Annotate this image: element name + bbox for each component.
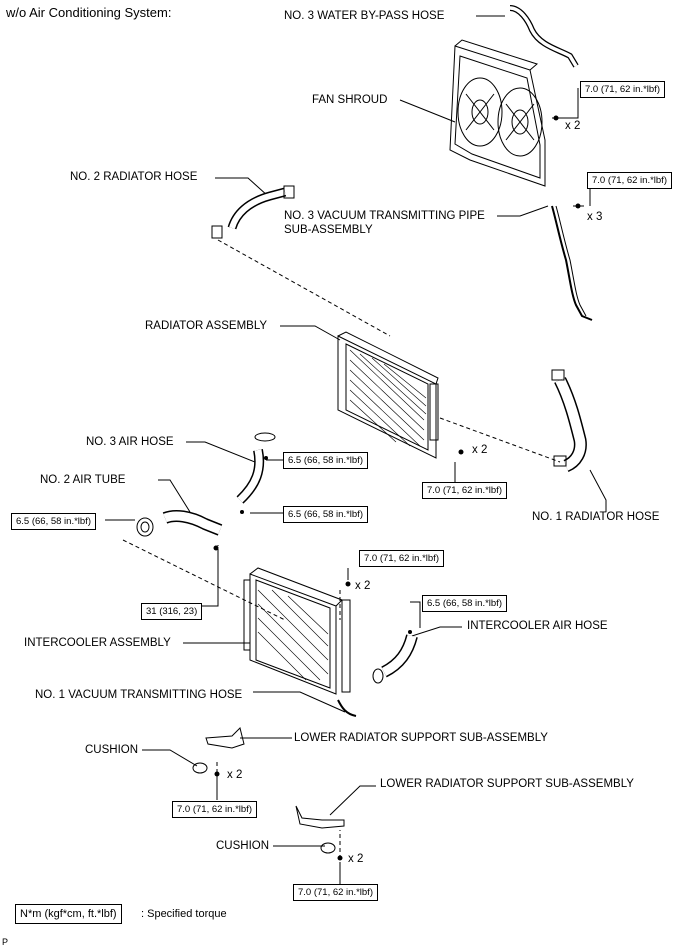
footer-code: P <box>2 937 9 947</box>
torque-box-intercooler: 7.0 (71, 62 in.*lbf) <box>359 550 444 567</box>
label-fan-shroud: FAN SHROUD <box>312 94 388 106</box>
label-cushion-a: CUSHION <box>85 744 139 756</box>
label-cushion-b: CUSHION <box>216 840 270 852</box>
qty-fan-shroud: x 2 <box>565 120 581 132</box>
label-no1-radiator-hose: NO. 1 RADIATOR HOSE <box>532 511 660 523</box>
torque-box-air-hose-bottom: 6.5 (66, 58 in.*lbf) <box>283 506 368 523</box>
torque-box-vacuum-pipe: 7.0 (71, 62 in.*lbf) <box>587 172 672 189</box>
torque-box-fan-shroud: 7.0 (71, 62 in.*lbf) <box>580 81 665 98</box>
label-lower-support-b: LOWER RADIATOR SUPPORT SUB-ASSEMBLY <box>380 778 634 790</box>
label-lower-support-a: LOWER RADIATOR SUPPORT SUB-ASSEMBLY <box>294 732 548 744</box>
qty-intercooler: x 2 <box>355 580 371 592</box>
torque-box-intercooler-hose: 6.5 (66, 58 in.*lbf) <box>422 595 507 612</box>
qty-vacuum-pipe: x 3 <box>587 211 603 223</box>
torque-box-air-hose-top: 6.5 (66, 58 in.*lbf) <box>283 452 368 469</box>
qty-lower-support-a: x 2 <box>227 769 243 781</box>
label-water-bypass-hose: NO. 3 WATER BY-PASS HOSE <box>284 10 445 22</box>
label-vacuum-pipe-line1: NO. 3 VACUUM TRANSMITTING PIPE <box>284 210 485 222</box>
legend-torque-unit-box: N*m (kgf*cm, ft.*lbf) <box>15 904 122 924</box>
label-radiator-assembly: RADIATOR ASSEMBLY <box>145 320 268 332</box>
torque-box-lower-support-a: 7.0 (71, 62 in.*lbf) <box>172 801 257 818</box>
label-intercooler-air-hose: INTERCOOLER AIR HOSE <box>467 620 608 632</box>
torque-box-air-tube-left: 6.5 (66, 58 in.*lbf) <box>11 513 96 530</box>
qty-lower-support-b: x 2 <box>348 853 364 865</box>
torque-box-radiator: 7.0 (71, 62 in.*lbf) <box>422 482 507 499</box>
torque-box-air-tube-bolt: 31 (316, 23) <box>141 603 203 620</box>
label-no2-air-tube: NO. 2 AIR TUBE <box>40 474 126 486</box>
label-intercooler-assembly: INTERCOOLER ASSEMBLY <box>24 637 171 649</box>
qty-radiator: x 2 <box>472 444 488 456</box>
legend-specified-torque: : Specified torque <box>141 908 227 920</box>
torque-box-lower-support-b: 7.0 (71, 62 in.*lbf) <box>293 884 378 901</box>
label-no2-radiator-hose: NO. 2 RADIATOR HOSE <box>70 171 198 183</box>
label-vacuum-pipe-line2: SUB-ASSEMBLY <box>284 224 373 236</box>
label-no3-air-hose: NO. 3 AIR HOSE <box>86 436 174 448</box>
label-no1-vacuum-hose: NO. 1 VACUUM TRANSMITTING HOSE <box>35 689 243 701</box>
page-header: w/o Air Conditioning System: <box>6 5 172 20</box>
